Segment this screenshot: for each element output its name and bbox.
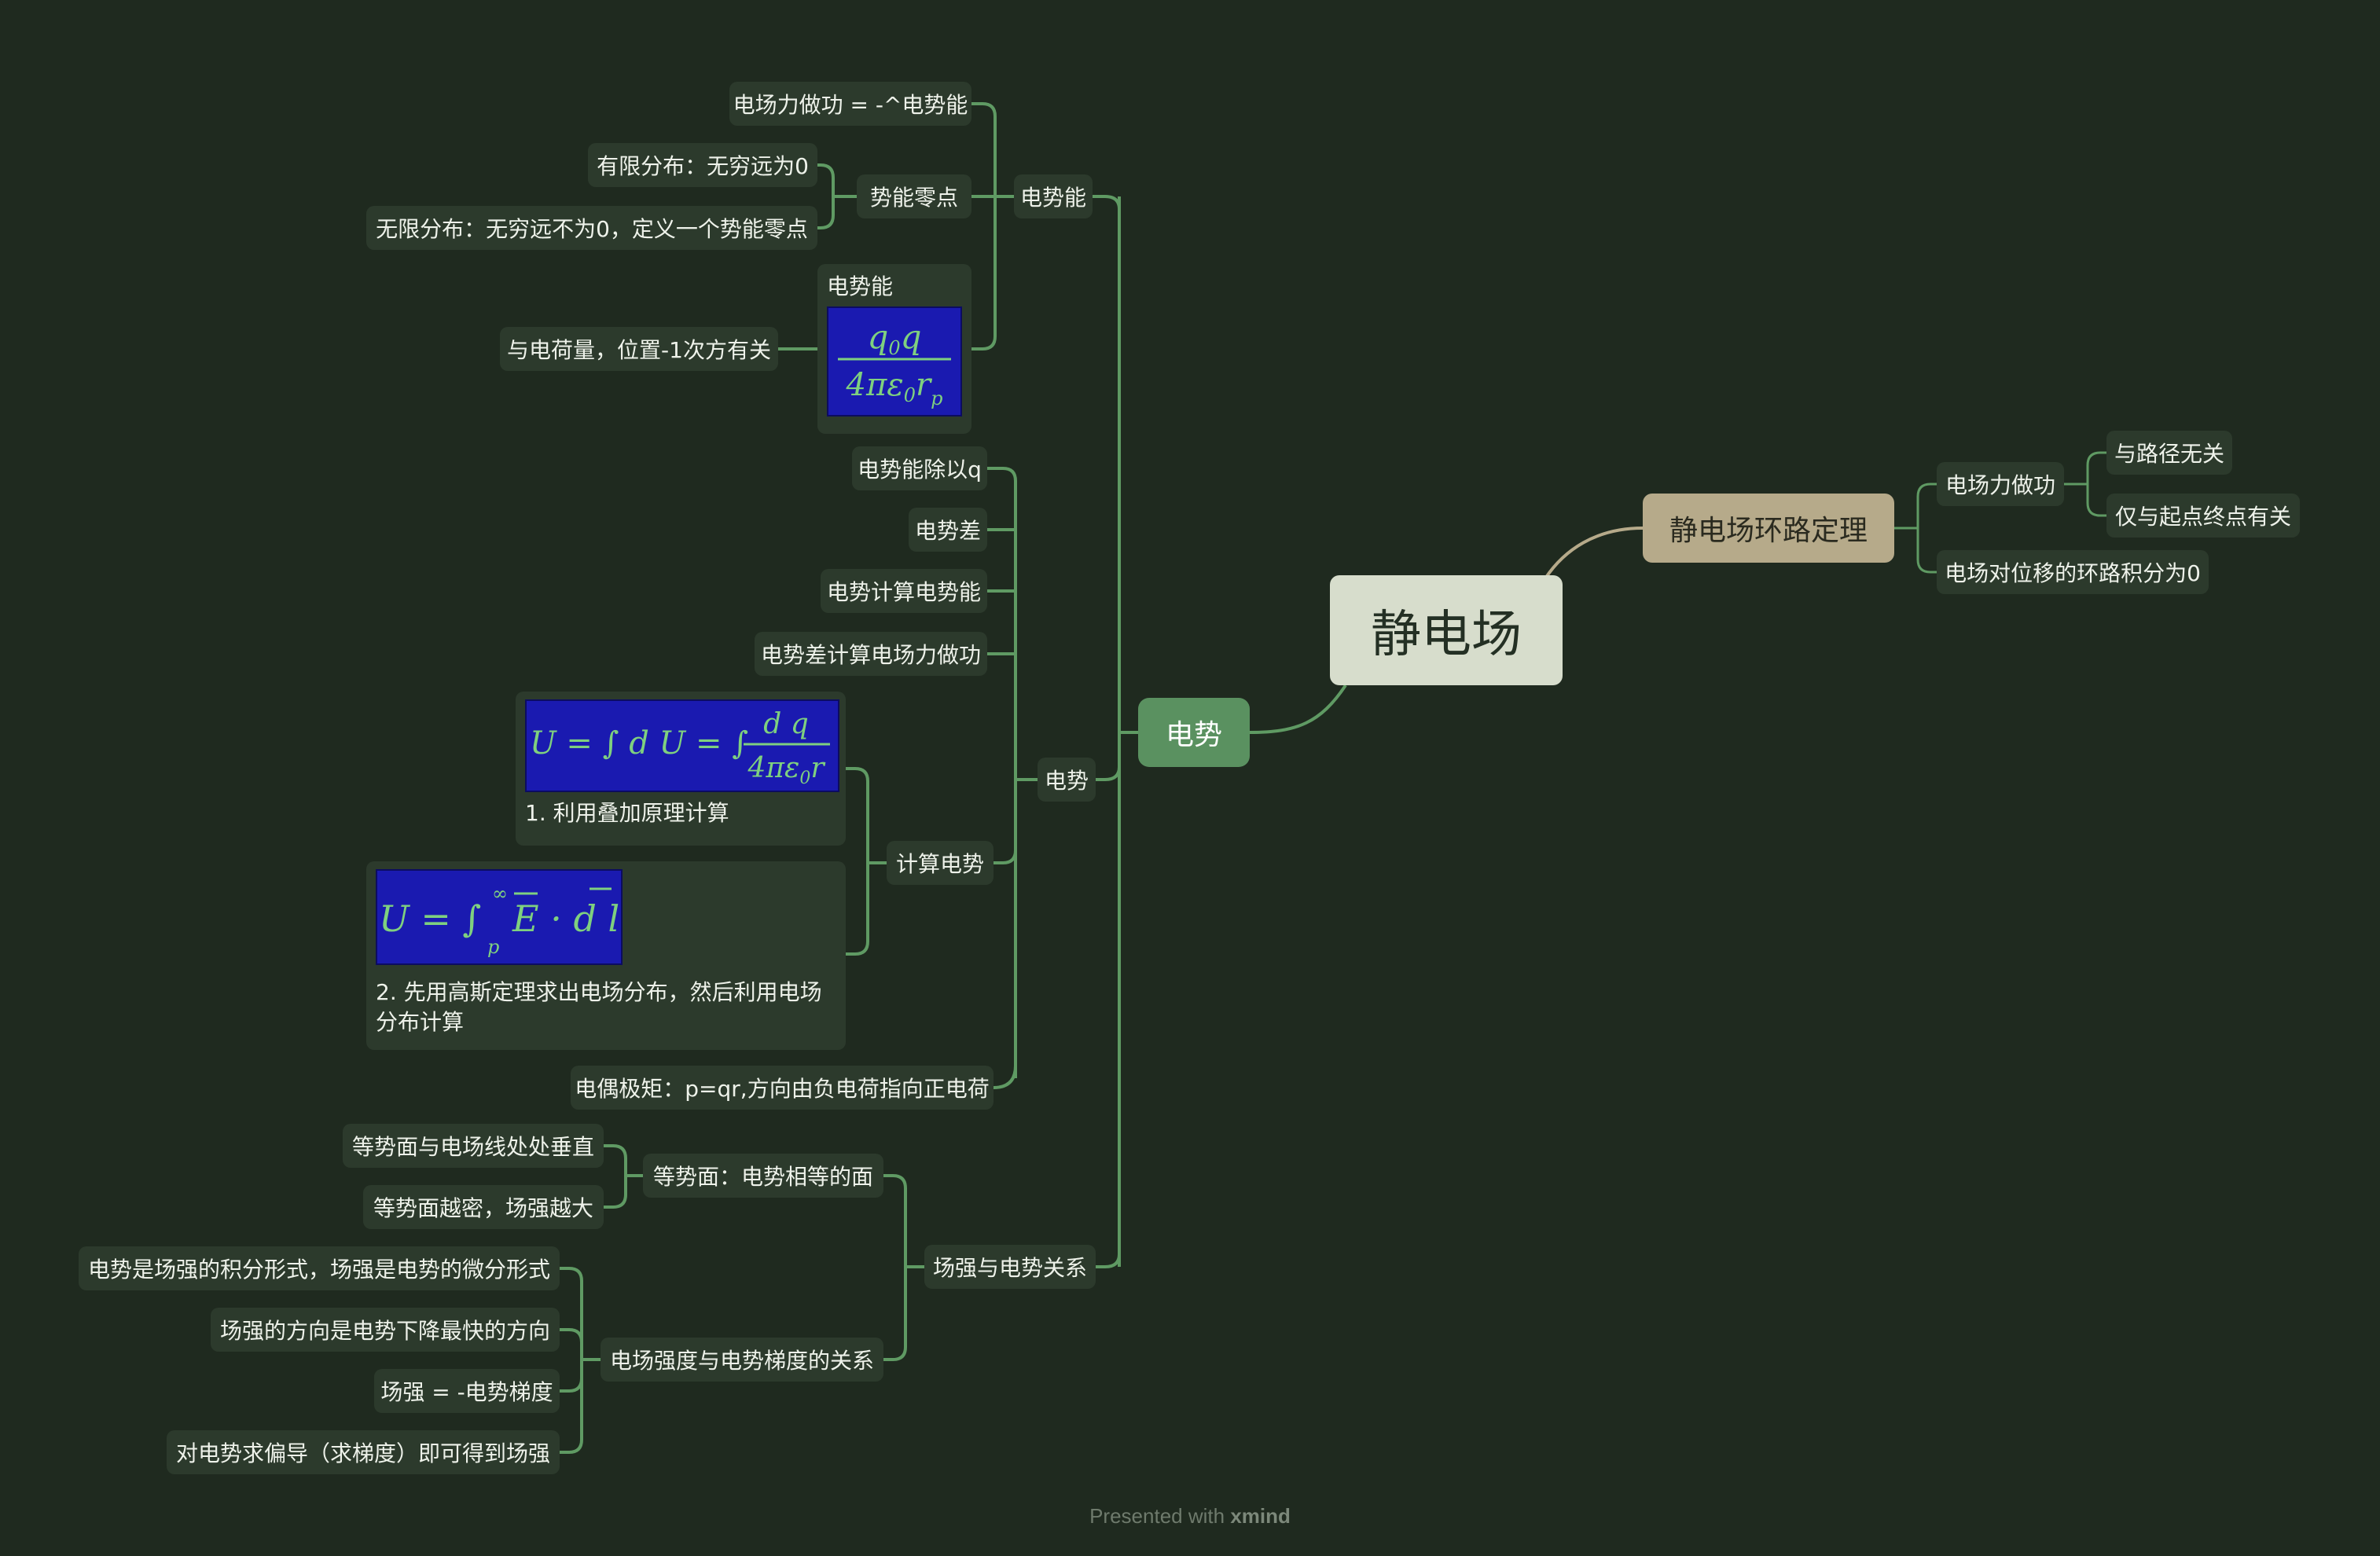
topic-energy-dependence[interactable]: 与电荷量，位置-1次方有关 [500, 327, 778, 371]
topic-potential-energy[interactable]: 电势能 [1014, 174, 1093, 218]
edge-root-potential [1249, 684, 1347, 734]
xmind-logo: xmind [1230, 1504, 1291, 1528]
topic-gradient-relation[interactable]: 电场强度与电势梯度的关系 [601, 1338, 883, 1382]
edge-potential-trunk [1118, 198, 1138, 1267]
topic-denser[interactable]: 等势面越密，场强越大 [363, 1185, 604, 1229]
formula-gauss-image: U = ∫ ∞ p E · d l [376, 869, 623, 965]
topic-equipotential[interactable]: 等势面：电势相等的面 [643, 1154, 883, 1198]
method-1-text: 1. 利用叠加原理计算 [525, 800, 729, 826]
topic-path-independent[interactable]: 与路径无关 [2106, 431, 2232, 475]
topic-potential[interactable]: 电势 [1038, 758, 1096, 802]
footer-text: Presented with [1089, 1504, 1225, 1528]
formula-superposition-image: U = ∫ d U = ∫ d q 4πε0r [525, 699, 839, 792]
topic-field-direction[interactable]: 场强的方向是电势下降最快的方向 [211, 1308, 560, 1352]
svg-text:E · d l: E · d l [512, 897, 619, 940]
branch-potential[interactable]: 电势 [1138, 698, 1250, 767]
edge-trunk-relation [1096, 1253, 1121, 1268]
card-method-superposition[interactable]: U = ∫ d U = ∫ d q 4πε0r 1. 利用叠加原理计算 [516, 692, 846, 846]
topic-integral-form[interactable]: 电势是场强的积分形式，场强是电势的微分形式 [79, 1246, 560, 1290]
svg-text:4πε0r: 4πε0r [747, 752, 825, 788]
svg-text:U = ∫: U = ∫ [379, 897, 482, 940]
topic-dipole[interactable]: 电偶极矩：p=qr,方向由负电荷指向正电荷 [571, 1066, 994, 1110]
topic-potential-difference[interactable]: 电势差 [909, 508, 987, 552]
topic-loop-integral-zero[interactable]: 电场对位移的环路积分为0 [1937, 550, 2209, 594]
root-topic[interactable]: 静电场 [1330, 575, 1563, 685]
svg-text:∞: ∞ [492, 883, 508, 905]
formula-energy-image: q0q 4πε0rp [827, 306, 962, 417]
method-2-text: 2. 先用高斯定理求出电场分布，然后利用电场分布计算 [376, 979, 822, 1035]
topic-field-potential-relation[interactable]: 场强与电势关系 [924, 1245, 1096, 1289]
topic-work-equals[interactable]: 电场力做功 = -^电势能 [729, 82, 971, 126]
topic-compute-potential[interactable]: 计算电势 [887, 841, 994, 885]
topic-finite-distribution[interactable]: 有限分布：无穷远为0 [588, 143, 817, 187]
topic-calc-energy[interactable]: 电势计算电势能 [821, 569, 987, 613]
topic-zero-point[interactable]: 势能零点 [857, 174, 971, 218]
edge-trunk-potential [1096, 766, 1121, 781]
presented-with-footer: Presented with xmind [0, 1504, 2380, 1528]
topic-calc-work[interactable]: 电势差计算电场力做功 [755, 632, 987, 676]
card-title: 电势能 [827, 273, 894, 299]
topic-field-work[interactable]: 电场力做功 [1937, 462, 2064, 506]
topic-start-end-only[interactable]: 仅与起点终点有关 [2106, 494, 2300, 538]
svg-text:4πε0rp: 4πε0rp [846, 367, 943, 409]
svg-text:q0q: q0q [867, 317, 921, 359]
topic-field-equation[interactable]: 场强 = -电势梯度 [374, 1369, 560, 1413]
edge-root-loop [1544, 527, 1644, 580]
topic-infinite-distribution[interactable]: 无限分布：无穷远不为0，定义一个势能零点 [366, 206, 817, 250]
topic-divide-q[interactable]: 电势能除以q [852, 446, 987, 490]
svg-text:d q: d q [763, 708, 809, 740]
svg-text:U = ∫ d U = ∫: U = ∫ d U = ∫ [530, 725, 748, 761]
svg-text:p: p [487, 936, 499, 958]
card-energy-formula[interactable]: 电势能 q0q 4πε0rp [817, 264, 971, 434]
topic-partial-derivative[interactable]: 对电势求偏导（求梯度）即可得到场强 [167, 1430, 560, 1474]
branch-loop-theorem[interactable]: 静电场环路定理 [1643, 494, 1894, 563]
edge-trunk-energy [1093, 195, 1121, 210]
topic-perpendicular[interactable]: 等势面与电场线处处垂直 [343, 1124, 604, 1168]
card-method-gauss[interactable]: U = ∫ ∞ p E · d l 2. 先用高斯定理求出电场分布，然后利用电场… [366, 861, 846, 1050]
